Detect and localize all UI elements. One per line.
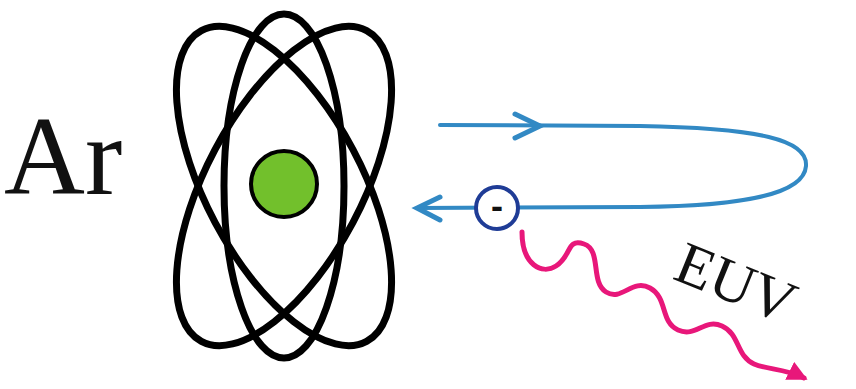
- euv-wave: [522, 232, 804, 378]
- charge-sign: -: [491, 193, 503, 223]
- electron-circle: -: [474, 185, 520, 231]
- radiation-label: EUV: [668, 232, 805, 334]
- orbit: [133, 0, 436, 378]
- orbit: [224, 14, 344, 358]
- element-symbol: Ar: [4, 100, 122, 212]
- orbits: [133, 0, 436, 378]
- arrowhead: [515, 114, 540, 138]
- nucleus: [251, 151, 317, 217]
- arrowhead: [417, 197, 440, 220]
- orbit: [133, 0, 436, 378]
